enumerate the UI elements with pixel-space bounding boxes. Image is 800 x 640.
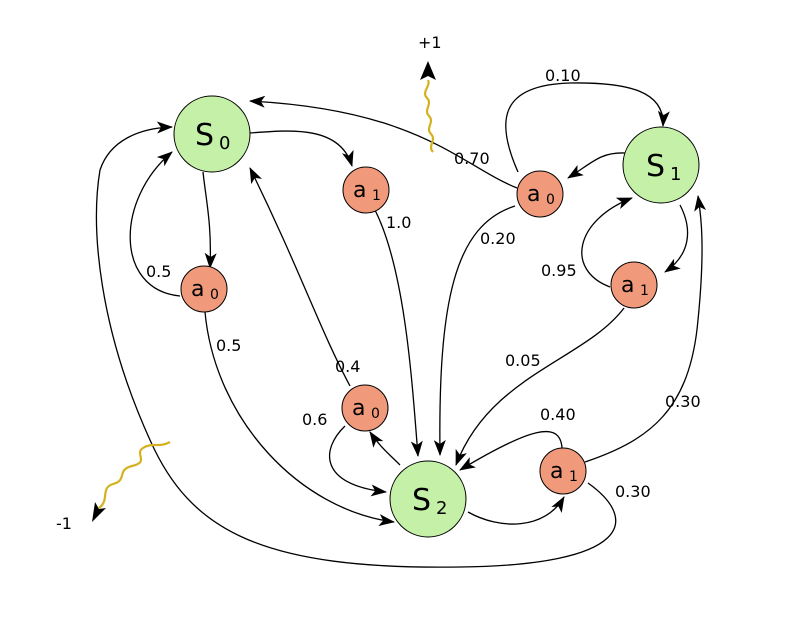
reward-squiggle-negative	[98, 441, 171, 509]
edge-s0-a1	[249, 130, 354, 167]
action-s0-a1-circle	[342, 166, 390, 214]
action-s2-a1-letter: a	[550, 459, 563, 484]
action-s0-a0-letter: a	[191, 277, 204, 302]
prob-label-s1a0-s2: 0.20	[480, 229, 516, 248]
action-s0-a1-node[interactable]: a 1	[342, 166, 390, 214]
action-s2-a0-node[interactable]: a 0	[341, 384, 389, 432]
prob-label-s2a0-s0: 0.4	[335, 357, 360, 376]
edge-s2a0-s0	[249, 167, 351, 387]
edge-s1-a0	[567, 152, 626, 179]
prob-label-s2a0-s2: 0.6	[302, 410, 327, 429]
prob-label-s2a1-s0: 0.30	[615, 482, 651, 501]
action-s1-a0-node[interactable]: a 0	[516, 170, 564, 218]
edge-s0a0-s0	[129, 151, 181, 297]
edge-s0a0-s2	[204, 311, 395, 527]
edge-s2-a1	[467, 496, 565, 525]
state-s1-node[interactable]: S 1	[622, 126, 700, 204]
action-s2-a1-circle	[539, 447, 587, 495]
action-s0-a1-letter: a	[353, 178, 366, 203]
state-s2-letter: S	[412, 483, 431, 518]
state-s2-circle	[389, 460, 467, 538]
edge-s1a0-s2	[433, 205, 516, 456]
edge-s1a0-s1	[505, 82, 670, 173]
action-s2-a0-letter: a	[352, 396, 365, 421]
action-s2-a0-circle	[341, 384, 389, 432]
action-s1-a0-letter: a	[527, 182, 540, 207]
reward-label-positive: +1	[418, 33, 442, 52]
action-s1-a1-circle	[610, 261, 658, 309]
action-s2-a0-subscript: 0	[371, 406, 380, 422]
action-s1-a1-node[interactable]: a 1	[610, 261, 658, 309]
edge-s0a1-s2	[374, 209, 423, 457]
prob-label-s1a1-s1: 0.95	[541, 261, 577, 280]
state-s0-circle	[173, 95, 251, 173]
reward-arrow-negative	[92, 502, 106, 522]
prob-label-s2a1-s2: 0.40	[540, 405, 576, 424]
edge-s1a0-s0	[249, 95, 518, 189]
action-s1-a1-letter: a	[621, 273, 634, 298]
edge-s0-a0	[202, 171, 217, 269]
action-s0-a0-circle	[180, 265, 228, 313]
edge-s1a1-s1	[581, 197, 633, 288]
action-s1-a0-subscript: 0	[546, 192, 555, 208]
action-s2-a1-node[interactable]: a 1	[539, 447, 587, 495]
prob-label-s0a1-s2: 1.0	[386, 213, 411, 232]
action-s0-a0-subscript: 0	[210, 287, 219, 303]
reward-squiggle-positive	[423, 79, 435, 153]
edge-s1-a1	[664, 204, 689, 273]
prob-label-s0a0-s2: 0.5	[216, 336, 241, 355]
prob-label-s2a1-s1: 0.30	[665, 392, 701, 411]
state-s0-node[interactable]: S 0	[173, 95, 251, 173]
state-s0-letter: S	[195, 118, 214, 153]
state-s0-subscript: 0	[219, 133, 230, 154]
edge-s1a1-s2	[455, 307, 625, 466]
reward-arrow-positive	[420, 61, 436, 80]
prob-label-s1a0-s0: 0.70	[454, 149, 490, 168]
state-s2-node[interactable]: S 2	[389, 460, 467, 538]
prob-label-s1a0-s1: 0.10	[545, 66, 581, 85]
prob-label-s1a1-s2: 0.05	[505, 351, 541, 370]
state-s1-circle	[622, 126, 700, 204]
prob-label-s0a0-s0: 0.5	[146, 262, 171, 281]
edge-s2a1-s1	[584, 195, 707, 463]
action-s0-a1-subscript: 1	[372, 188, 381, 204]
action-s1-a0-circle	[516, 170, 564, 218]
edge-s2a0-s2	[329, 425, 387, 497]
edge-s2a1-s0	[95, 121, 617, 568]
edge-s2a1-s2	[459, 430, 563, 471]
state-s2-subscript: 2	[436, 498, 447, 519]
edge-s2-a0	[369, 431, 401, 466]
state-s1-subscript: 1	[670, 164, 681, 185]
action-s0-a0-node[interactable]: a 0	[180, 265, 228, 313]
action-s2-a1-subscript: 1	[569, 469, 578, 485]
state-s1-letter: S	[646, 149, 665, 184]
action-s1-a1-subscript: 1	[640, 283, 649, 299]
reward-label-negative: -1	[56, 514, 72, 533]
